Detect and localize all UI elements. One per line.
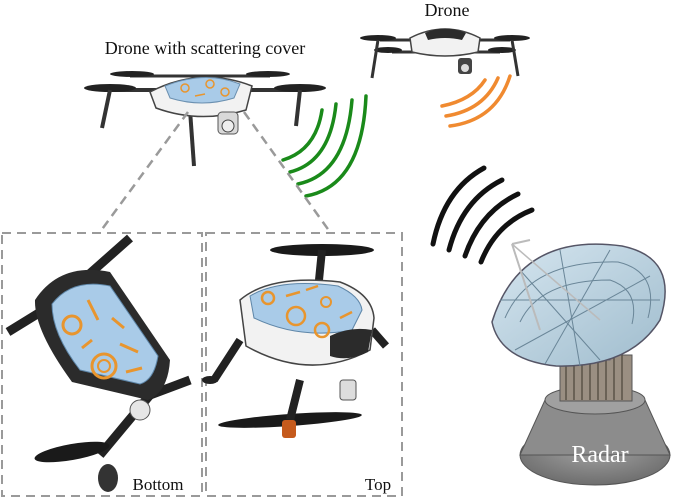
plain-drone-label: Drone: [425, 0, 470, 20]
plain-drone-reflection-waves: [440, 74, 512, 128]
radar: Radar: [491, 239, 671, 486]
bottom-view-panel: Bottom: [1, 232, 203, 497]
radar-label: Radar: [571, 442, 628, 468]
drone-icon: [202, 244, 390, 438]
drone-icon: [360, 28, 530, 79]
scatter-drone-reflection-waves: [281, 94, 368, 198]
scatter-drone-label: Drone with scattering cover: [105, 38, 305, 58]
top-view-label: Top: [365, 475, 391, 494]
drone-icon: [5, 234, 192, 492]
scatter-drone: [84, 71, 326, 167]
radar-transmit-waves: [430, 165, 535, 265]
plain-drone: [360, 28, 530, 79]
zoom-connectors: [98, 111, 332, 233]
radar-dish-icon: [491, 239, 671, 486]
top-view-panel: Top: [202, 232, 403, 497]
drone-icon: [84, 71, 326, 167]
bottom-view-label: Bottom: [132, 475, 183, 494]
